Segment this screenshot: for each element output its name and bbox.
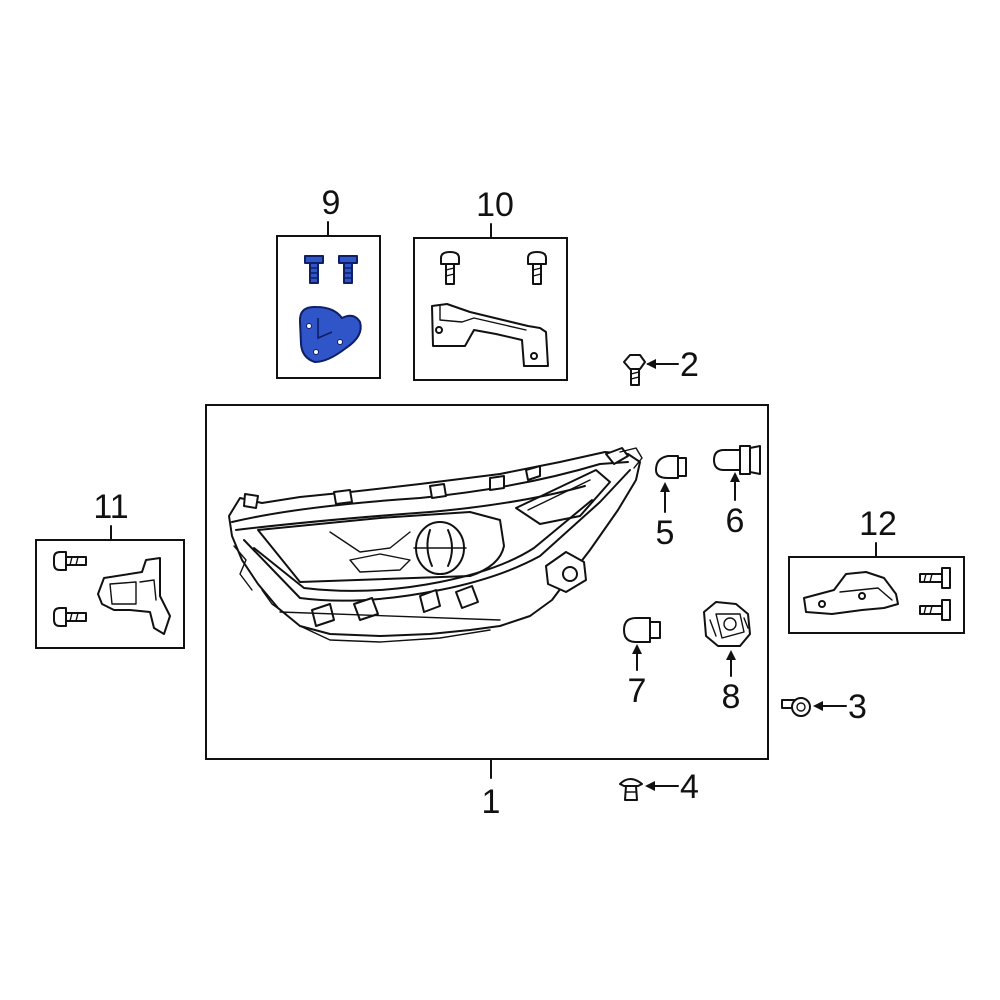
callout-10: 10 [476,186,514,224]
screw-icon [53,607,87,627]
arrow-head-2 [646,359,656,369]
callout-5: 5 [656,514,675,552]
kit-10[interactable]: 10 [413,186,568,381]
arrow-head-6 [730,472,740,482]
part-7[interactable]: 7 [623,617,661,710]
part-2[interactable]: 2 [623,346,699,386]
callout-4: 4 [680,768,699,806]
part-3[interactable]: 3 [781,688,867,726]
screw-icon [919,567,951,589]
part-4[interactable]: 4 [619,768,699,806]
callout-7: 7 [628,672,647,710]
headlamp-icon [228,447,643,643]
bolt-icon [338,255,358,284]
adjuster-bracket-icon [97,557,171,635]
bolt-icon [781,697,811,717]
part-6[interactable]: 6 [713,445,761,540]
screw-icon [440,251,460,285]
callout-6: 6 [726,502,745,540]
mounting-bracket-icon [431,303,549,367]
arrow-head-4 [645,781,655,791]
kit-12[interactable]: 12 [788,505,965,634]
callout-3: 3 [848,688,867,726]
callout-1: 1 [482,783,501,821]
callout-9: 9 [322,184,341,222]
kit-9[interactable]: 9 [276,184,381,379]
bolt-icon [623,354,646,386]
callout-11: 11 [93,488,128,526]
part-5[interactable]: 5 [655,455,687,552]
callout-2: 2 [680,346,699,384]
arrow-head-3 [813,701,823,711]
headlamp-assembly-1[interactable]: 1 [205,404,769,821]
kit-11[interactable]: 11 [35,488,185,649]
arrow-head-5 [660,482,670,492]
callout-8: 8 [722,678,741,716]
screw-icon [919,599,951,621]
bulb-icon [655,455,687,479]
retainer-bracket-icon [803,571,899,615]
kit-9-box [276,235,381,379]
bracket-plate-icon [298,305,362,363]
bulb-socket-icon [703,601,751,647]
screw-icon [527,251,547,285]
bolt-icon [304,255,324,284]
bulb-icon [623,617,661,643]
bulb-icon [713,445,761,475]
clip-icon [619,778,643,801]
arrow-head-8 [726,650,736,660]
callout-12: 12 [859,505,897,543]
arrow-head-7 [632,644,642,654]
screw-icon [53,551,87,571]
part-8[interactable]: 8 [703,601,751,716]
